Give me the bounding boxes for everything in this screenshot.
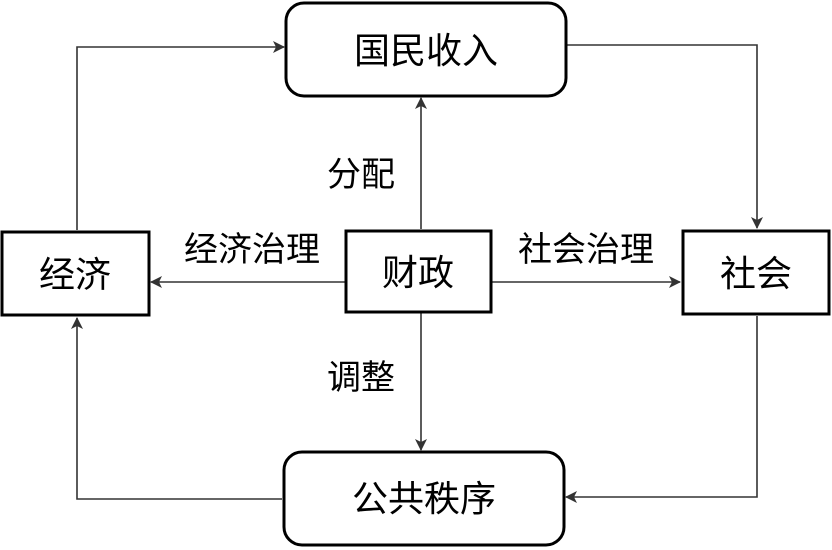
- edge-national-income-to-society: [567, 44, 763, 229]
- edge-label-social-governance: 社会治理: [518, 230, 654, 270]
- edge-label-distribution: 分配: [327, 155, 395, 195]
- edge-economy-to-national-income: [76, 41, 285, 230]
- node-society-label: 社会: [720, 254, 792, 295]
- edge-society-to-public-order: [565, 316, 758, 503]
- node-economy: 经济: [0, 230, 151, 317]
- edge-label-economic-governance: 经济治理: [184, 230, 320, 270]
- node-national-income: 国民收入: [284, 1, 568, 98]
- edge-public-order-to-economy: [71, 317, 282, 500]
- node-public-order-label: 公共秩序: [352, 479, 496, 520]
- node-national-income-label: 国民收入: [354, 31, 498, 72]
- node-finance: 财政: [344, 229, 493, 314]
- edge-label-adjustment: 调整: [327, 358, 395, 398]
- node-economy-label: 经济: [39, 255, 111, 296]
- node-public-order: 公共秩序: [282, 450, 566, 547]
- node-finance-label: 财政: [382, 253, 454, 294]
- node-society: 社会: [681, 229, 831, 316]
